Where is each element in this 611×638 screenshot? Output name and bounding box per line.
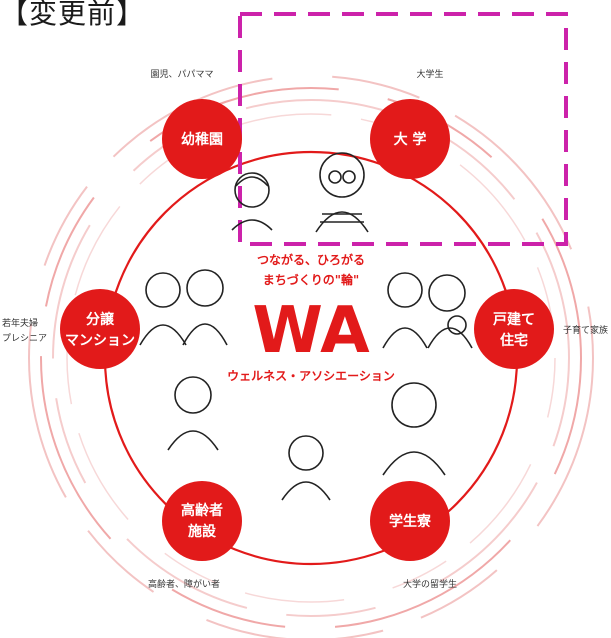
node-dormitory: 学生寮 大学の留学生 <box>370 481 457 590</box>
node-label: 高齢者 <box>181 502 223 519</box>
node-label: マンション <box>65 333 135 349</box>
node-label: 施設 <box>188 523 217 540</box>
elderly-icon <box>281 435 331 501</box>
node-label: 分譲 <box>86 311 115 328</box>
node-label: 学生寮 <box>389 513 432 530</box>
node-caption: 園児、パパママ <box>150 69 213 80</box>
node-caption-line1: 若年夫婦 <box>2 317 38 329</box>
header-title: 【変更前】 <box>0 0 146 30</box>
node-label: 戸建て <box>493 311 535 328</box>
node-caption: 大学の留学生 <box>403 578 457 590</box>
node-kindergarten: 幼稚園 園児、パパママ <box>150 69 242 179</box>
node-label: 大 学 <box>394 131 427 148</box>
node-caption: 高齢者、障がい者 <box>148 578 220 590</box>
outer-rings <box>28 75 594 638</box>
family-icon <box>382 272 473 349</box>
elderly-icon <box>382 382 446 476</box>
node-university: 大 学 大学生 <box>370 68 450 179</box>
child-icon <box>231 172 273 231</box>
node-label: 住宅 <box>500 332 528 349</box>
center-subtitle: ウェルネス・アソシエーション <box>227 369 395 383</box>
node-label: 幼稚園 <box>181 131 223 148</box>
elderly-icon <box>167 376 219 451</box>
node-caption: 大学生 <box>416 68 443 80</box>
center-line2: まちづくりの"輪" <box>263 272 360 287</box>
node-caption: 子育て家族 <box>563 324 608 336</box>
student-icon <box>315 152 369 233</box>
node-condominium: 分譲 マンション 若年夫婦 プレシニア <box>2 289 140 369</box>
node-elderly-facility: 高齢者 施設 高齢者、障がい者 <box>148 481 242 590</box>
node-caption-line2: プレシニア <box>2 333 47 344</box>
couple-icon <box>139 269 228 346</box>
node-house: 戸建て 住宅 子育て家族 <box>474 289 608 369</box>
wa-logo: WA <box>252 294 370 368</box>
center-line1: つながる、ひろがる <box>257 252 365 267</box>
